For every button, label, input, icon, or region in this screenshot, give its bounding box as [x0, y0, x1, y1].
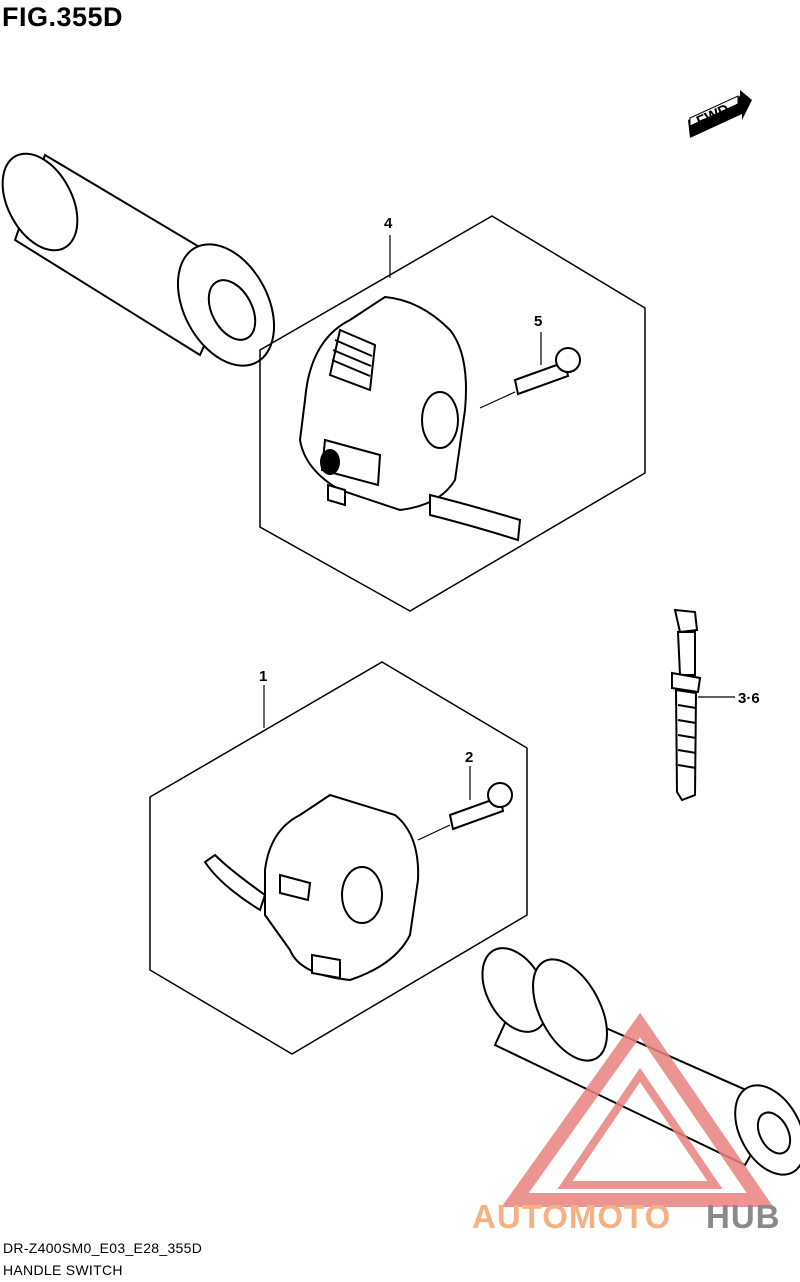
fwd-direction-badge: FWD [688, 90, 752, 138]
left-handle-switch-assembly [203, 793, 420, 982]
cable-tie-part-3-6 [671, 608, 702, 802]
watermark-logo [501, 1012, 774, 1207]
model-code: DR-Z400SM0_E03_E28_355D [3, 1240, 203, 1256]
callout-5: 5 [534, 313, 542, 330]
section-name: HANDLE SWITCH [3, 1262, 123, 1278]
watermark-brand-secondary: HUB [706, 1198, 781, 1235]
screw-part-5 [513, 347, 581, 396]
watermark-brand-primary: AUTOMOTO [472, 1198, 671, 1235]
callout-3-6: 3·6 [738, 690, 760, 707]
callout-4: 4 [384, 215, 393, 232]
throttle-grip [481, 947, 800, 1176]
callout-1: 1 [259, 668, 267, 685]
callout-2: 2 [465, 749, 473, 766]
right-handle-switch-assembly [298, 295, 522, 542]
part-1-outline-box [149, 661, 528, 1055]
screw-part-2 [448, 782, 513, 831]
figure-title: FIG.355D [2, 2, 124, 32]
left-handle-grip [1, 152, 276, 367]
part-4-outline-box [259, 215, 646, 612]
